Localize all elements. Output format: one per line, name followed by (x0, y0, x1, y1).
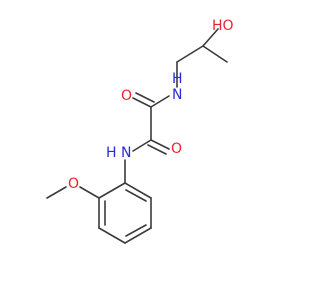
upper-amide-nitrogen-label: N (172, 87, 182, 103)
bond-o-methyl (46, 186, 67, 199)
molecule-structure: HO N H O O N H O (46, 18, 234, 244)
upper-carbonyl-oxygen-label: O (121, 88, 132, 104)
bond-ring-o (79, 186, 100, 199)
hydroxyl-oxygen-label: HO (212, 18, 234, 34)
ring-inner-bond-1 (125, 189, 147, 202)
bond-ch-ch2 (176, 45, 204, 63)
lower-amide-nitrogen-label: N (121, 145, 131, 161)
ring-bond-3 (124, 227, 152, 244)
bond-nh-carbonyl (150, 95, 170, 108)
ring-bond-1 (124, 182, 152, 199)
lower-carbonyl-oxygen-label: O (171, 141, 182, 157)
bond-carbonyl2-o-1 (150, 139, 170, 150)
bond-ch-methyl (202, 45, 228, 63)
bond-carbonyl-o-2 (135, 92, 155, 103)
bond-carbonyl-o-1 (132, 97, 152, 108)
bond-lines (46, 28, 228, 244)
ring-inner-bond-2 (125, 224, 147, 237)
ring-bond-6 (98, 182, 126, 199)
methoxy-oxygen-label: O (68, 176, 79, 192)
ring-bond-4 (98, 227, 126, 244)
bond-carbonyl2-nh (132, 139, 152, 152)
upper-amide-hydrogen-label: H (172, 71, 183, 87)
bond-ho-c (202, 28, 219, 47)
lower-amide-hydrogen-label: H (106, 145, 117, 161)
bond-carbonyl2-o-2 (147, 144, 167, 155)
